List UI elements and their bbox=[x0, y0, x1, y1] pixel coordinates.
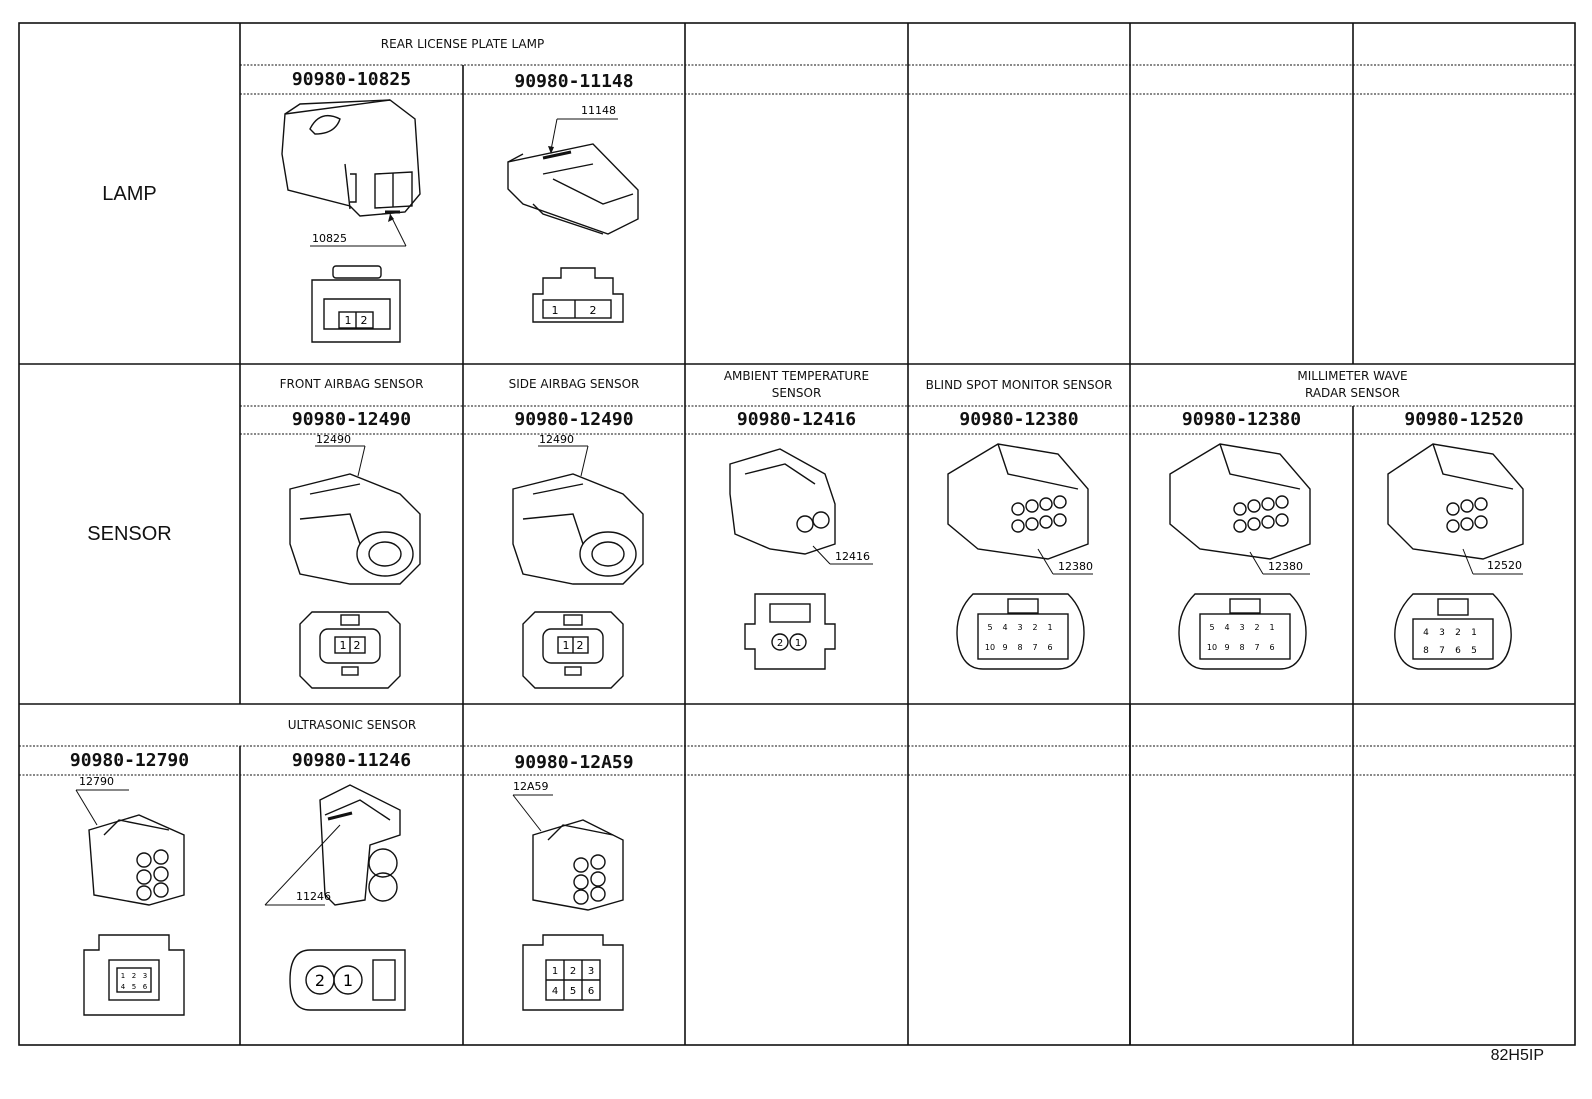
part-number-12490-side: 90980-12490 bbox=[514, 409, 634, 430]
pin: 8 bbox=[1239, 643, 1244, 652]
part-number-11246: 90980-11246 bbox=[291, 750, 412, 771]
part-number-12416: 90980-12416 bbox=[736, 409, 857, 430]
pin: 5 bbox=[1471, 646, 1477, 656]
connector-10825-drawing: 10825 1 2 bbox=[281, 99, 421, 343]
pin: 5 bbox=[132, 983, 136, 991]
part-number-10825: 90980-10825 bbox=[291, 69, 412, 90]
pin: 1 bbox=[121, 972, 125, 980]
pin: 3 bbox=[1439, 628, 1445, 638]
pin: 1 bbox=[1269, 623, 1274, 632]
part-number-12520: 90980-12520 bbox=[1404, 409, 1524, 430]
pin-1: 1 bbox=[552, 304, 559, 317]
pin: 3 bbox=[1239, 623, 1244, 632]
pin-2: 2 bbox=[777, 638, 783, 649]
part-number-12A59: 90980-12A59 bbox=[514, 752, 634, 773]
pin-2: 2 bbox=[361, 314, 368, 327]
pin: 7 bbox=[1439, 646, 1445, 656]
pin: 10 bbox=[1207, 643, 1217, 652]
pin: 6 bbox=[1269, 643, 1274, 652]
table-border bbox=[18, 22, 1576, 1046]
header-side-airbag-sensor: SIDE AIRBAG SENSOR bbox=[508, 377, 640, 391]
connector-12A59-drawing: 12A59 1 2 3 4 5 6 bbox=[512, 780, 624, 1011]
pin: 2 bbox=[1032, 623, 1037, 632]
pin-2: 2 bbox=[590, 304, 597, 317]
header-ambient-temperature-sensor: AMBIENT TEMPERATURE SENSOR bbox=[723, 369, 870, 400]
pin: 2 bbox=[132, 972, 136, 980]
pin: 2 bbox=[570, 966, 576, 977]
pin: 6 bbox=[143, 983, 148, 991]
pin: 7 bbox=[1032, 643, 1037, 652]
pin: 6 bbox=[1455, 646, 1461, 656]
callout-12790: 12790 bbox=[79, 775, 114, 788]
pin: 8 bbox=[1423, 646, 1429, 656]
pin: 2 bbox=[1254, 623, 1259, 632]
pin: 3 bbox=[588, 966, 594, 977]
pin-1: 1 bbox=[343, 971, 353, 990]
part-number-12490-front: 90980-12490 bbox=[291, 409, 412, 430]
pin: 3 bbox=[143, 972, 147, 980]
connector-12416-drawing: 12416 2 1 bbox=[729, 448, 873, 670]
connector-11148-drawing: 11148 1 2 bbox=[507, 104, 639, 323]
pin: 1 bbox=[1047, 623, 1052, 632]
header-ultrasonic-sensor: ULTRASONIC SENSOR bbox=[287, 718, 417, 732]
pin: 10 bbox=[985, 643, 995, 652]
pin: 7 bbox=[1254, 643, 1259, 652]
callout-12380-bsm: 12380 bbox=[1058, 560, 1093, 573]
pin: 3 bbox=[1017, 623, 1022, 632]
connector-12490-front-drawing: 12490 1 2 bbox=[289, 434, 421, 689]
pin: 4 bbox=[1224, 623, 1229, 632]
pin: 4 bbox=[1002, 623, 1007, 632]
pin-1: 1 bbox=[795, 638, 801, 649]
callout-11246: 11246 bbox=[296, 890, 331, 903]
pin: 6 bbox=[1047, 643, 1052, 652]
callout-10825: 10825 bbox=[312, 232, 347, 245]
pin: 8 bbox=[1017, 643, 1022, 652]
pin-1: 1 bbox=[345, 314, 352, 327]
callout-12490-side: 12490 bbox=[539, 434, 574, 446]
pin: 1 bbox=[1471, 628, 1477, 638]
pin: 5 bbox=[987, 623, 992, 632]
pin: 9 bbox=[1002, 643, 1007, 652]
part-number-11148: 90980-11148 bbox=[514, 71, 634, 92]
pin: 4 bbox=[552, 986, 558, 997]
callout-12520: 12520 bbox=[1487, 559, 1522, 572]
callout-12380-radar: 12380 bbox=[1268, 560, 1303, 573]
pin: 4 bbox=[121, 983, 126, 991]
pin-2: 2 bbox=[577, 639, 584, 652]
pin: 2 bbox=[1455, 628, 1461, 638]
part-number-12380-radar: 90980-12380 bbox=[1181, 409, 1302, 430]
part-number-12380-bsm: 90980-12380 bbox=[959, 409, 1079, 430]
pin: 5 bbox=[1209, 623, 1214, 632]
part-number-12790: 90980-12790 bbox=[69, 750, 190, 771]
callout-12A59: 12A59 bbox=[513, 780, 549, 793]
figure-code: 82H5IP bbox=[1490, 1047, 1544, 1064]
connector-12380-radar-drawing: 12380 5 4 3 2 1 10 9 8 7 6 bbox=[1169, 443, 1311, 670]
pin-1: 1 bbox=[340, 639, 347, 652]
header-front-airbag-sensor: FRONT AIRBAG SENSOR bbox=[279, 377, 424, 391]
header-rear-license-plate-lamp: REAR LICENSE PLATE LAMP bbox=[380, 37, 545, 51]
connector-12520-drawing: 12520 4 3 2 1 8 7 6 5 bbox=[1387, 443, 1524, 670]
pin: 5 bbox=[570, 986, 576, 997]
header-millimeter-wave-radar-sensor: MILLIMETER WAVE RADAR SENSOR bbox=[1297, 369, 1408, 400]
pin: 9 bbox=[1224, 643, 1229, 652]
header-blind-spot-monitor-sensor: BLIND SPOT MONITOR SENSOR bbox=[925, 378, 1113, 392]
pin-2: 2 bbox=[315, 971, 325, 990]
connector-12790-drawing: 12790 1 2 3 4 5 6 bbox=[75, 775, 185, 1016]
pin: 1 bbox=[552, 966, 558, 977]
category-lamp: LAMP bbox=[102, 183, 157, 205]
connector-12490-side-drawing: 12490 1 2 bbox=[512, 434, 644, 689]
pin-2: 2 bbox=[354, 639, 361, 652]
callout-11148: 11148 bbox=[581, 104, 616, 117]
callout-12416: 12416 bbox=[835, 550, 870, 563]
connector-12380-bsm-drawing: 12380 5 4 3 2 1 10 9 8 7 6 bbox=[947, 443, 1093, 670]
pin: 6 bbox=[588, 986, 594, 997]
pin-1: 1 bbox=[563, 639, 570, 652]
pin: 4 bbox=[1423, 628, 1429, 638]
callout-12490-front: 12490 bbox=[316, 434, 351, 446]
connector-11246-drawing: 11246 2 1 bbox=[264, 784, 406, 1011]
category-sensor: SENSOR bbox=[87, 523, 172, 545]
